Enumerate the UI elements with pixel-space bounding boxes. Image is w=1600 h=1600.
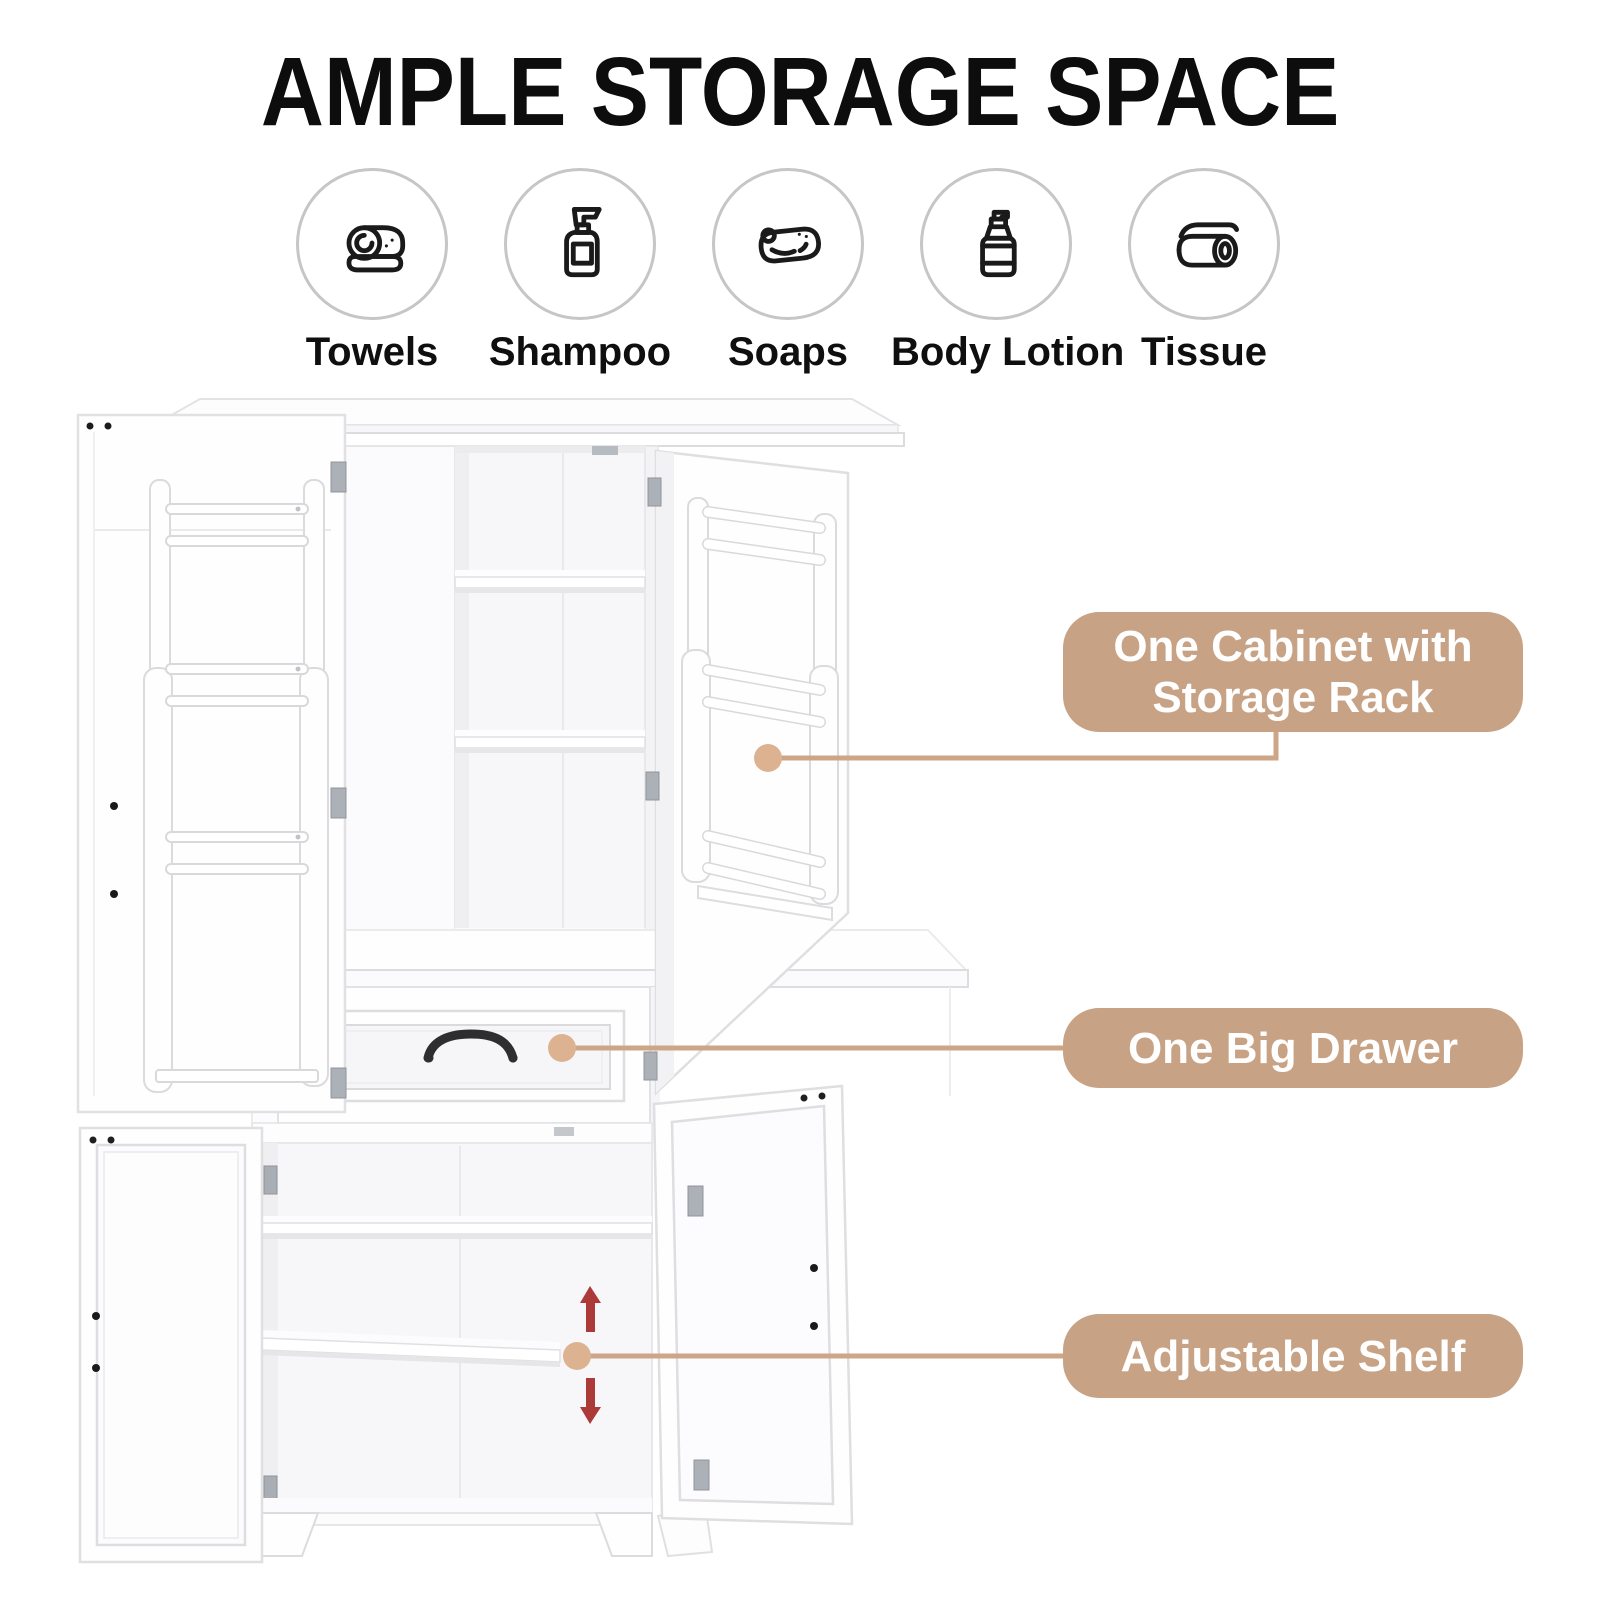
hinge-icon bbox=[330, 1067, 347, 1099]
feature-shampoo: Shampoo bbox=[475, 168, 685, 375]
callout-storage-rack-line2: Storage Rack bbox=[1152, 673, 1434, 722]
hinge-icon bbox=[645, 771, 660, 801]
hinge-icon bbox=[693, 1459, 710, 1491]
feature-soaps: Soaps bbox=[683, 168, 893, 375]
drawer-handle bbox=[423, 1029, 518, 1063]
feature-label-tissue: Tissue bbox=[1141, 330, 1267, 374]
towel-roll-icon bbox=[296, 168, 448, 320]
upper-left-door bbox=[76, 413, 347, 1114]
feature-tissue: Tissue bbox=[1099, 168, 1309, 375]
lotion-bottle-icon bbox=[920, 168, 1072, 320]
hinge-icon bbox=[687, 1185, 704, 1217]
upper-shelf-1 bbox=[454, 570, 646, 593]
callout-big-drawer: One Big Drawer bbox=[1063, 1008, 1523, 1088]
feature-body-lotion: Body Lotion bbox=[891, 168, 1125, 375]
page-title-text: AMPLE STORAGE SPACE bbox=[260, 37, 1340, 146]
bottom-shelf-fixed bbox=[261, 1216, 653, 1239]
feature-towels: Towels bbox=[267, 168, 477, 375]
right-door-storage-rack bbox=[681, 497, 839, 922]
callout-big-drawer-label: One Big Drawer bbox=[1127, 1023, 1459, 1073]
left-door-storage-rack bbox=[143, 479, 329, 1093]
bottom-right-door bbox=[652, 1084, 854, 1526]
connector-dot-shelf bbox=[563, 1342, 591, 1370]
shelf-adjust-arrows bbox=[580, 1286, 601, 1424]
upper-shelf-2 bbox=[454, 730, 646, 753]
connector-dot-storage-rack bbox=[754, 744, 782, 772]
upper-right-door bbox=[643, 449, 850, 1096]
connector-line-storage-rack bbox=[768, 732, 1279, 761]
cabinet-base bbox=[261, 1508, 714, 1558]
page-title: AMPLE STORAGE SPACE bbox=[0, 36, 1600, 148]
hinge-icon bbox=[643, 1051, 658, 1081]
shelf-clip bbox=[592, 446, 618, 455]
soap-bar-icon bbox=[712, 168, 864, 320]
upper-cabinet-cavity bbox=[344, 445, 659, 949]
connector-dot-drawer bbox=[548, 1034, 576, 1062]
hinge-icon bbox=[263, 1165, 278, 1195]
shampoo-pump-icon bbox=[504, 168, 656, 320]
feature-label-body-lotion: Body Lotion bbox=[891, 330, 1125, 374]
feature-label-towels: Towels bbox=[305, 330, 439, 374]
hinge-icon bbox=[330, 787, 347, 819]
feature-label-shampoo: Shampoo bbox=[488, 330, 672, 374]
hinge-icon bbox=[330, 461, 347, 493]
hinge-icon bbox=[647, 477, 662, 507]
callout-storage-rack: One Cabinet with Storage Rack bbox=[1063, 612, 1523, 732]
callout-adjustable-shelf: Adjustable Shelf bbox=[1063, 1314, 1523, 1398]
callout-storage-rack-line1: One Cabinet with bbox=[1113, 622, 1473, 671]
feature-icon-row: Towels Shampoo bbox=[0, 168, 1600, 378]
adjustable-shelf bbox=[261, 1330, 561, 1367]
bottom-left-door bbox=[78, 1126, 264, 1564]
bottom-cabinet-cavity bbox=[261, 1142, 653, 1516]
feature-label-soaps: Soaps bbox=[727, 330, 849, 374]
callout-adjustable-shelf-label: Adjustable Shelf bbox=[1120, 1331, 1466, 1381]
tissue-roll-icon bbox=[1128, 168, 1280, 320]
callout-connectors bbox=[548, 732, 1279, 1370]
